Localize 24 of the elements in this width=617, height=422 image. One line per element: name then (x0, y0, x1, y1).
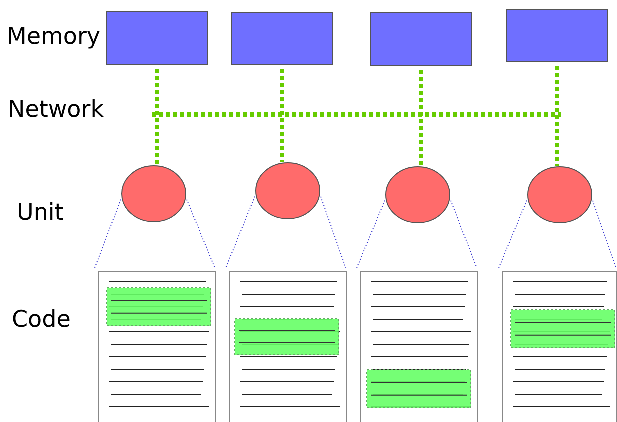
row-label: Memory (7, 24, 101, 50)
unit-circle (385, 166, 451, 224)
unit-circle (121, 165, 187, 223)
row-label: Unit (17, 200, 64, 226)
connector-line (155, 69, 159, 165)
connector-line (555, 66, 559, 166)
memory-block (231, 12, 333, 65)
zoom-line (94, 199, 216, 268)
zoom-line (498, 200, 616, 268)
row-label: Network (8, 97, 104, 123)
unit-circle (255, 162, 321, 220)
connector-line (280, 69, 284, 162)
zoom-line (356, 200, 478, 268)
memory-block (506, 9, 608, 62)
code-page (229, 271, 347, 422)
code-page (360, 271, 478, 422)
memory-block (370, 12, 472, 66)
connector-line (419, 70, 423, 166)
unit-circle (527, 166, 593, 224)
code-page (502, 271, 617, 422)
memory-block (106, 11, 208, 65)
row-label: Code (12, 307, 71, 333)
code-page (98, 271, 216, 422)
zoom-line (226, 196, 346, 268)
